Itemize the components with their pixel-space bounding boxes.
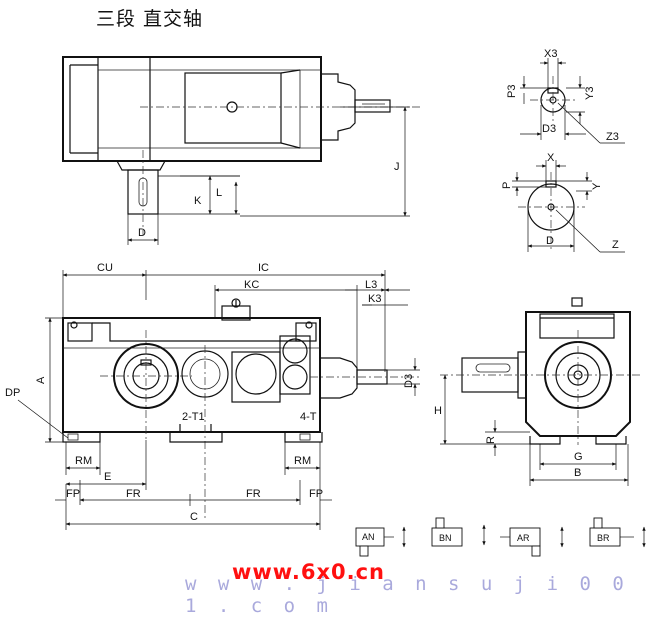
variant-label-AR: AR xyxy=(517,533,530,543)
label-Y: Y xyxy=(591,182,603,190)
side-view: H R G B xyxy=(434,297,640,486)
label-Z3: Z3 xyxy=(606,131,619,143)
label-G: G xyxy=(574,451,583,463)
label-B: B xyxy=(574,467,581,479)
technical-drawing: D K L J X3 P3 Y3 D3 xyxy=(5,48,646,557)
variant-label-BN: BN xyxy=(439,533,452,543)
label-Y3: Y3 xyxy=(584,87,596,100)
variant-label-BR: BR xyxy=(597,533,610,543)
label-D-top: D xyxy=(138,227,146,239)
label-RM-left: RM xyxy=(75,455,92,467)
mount-variant-br: BR xyxy=(589,517,646,548)
label-C: C xyxy=(190,511,198,523)
label-2-T1: 2-T1 xyxy=(182,411,205,423)
label-FR-left: FR xyxy=(126,488,141,500)
label-J: J xyxy=(394,161,400,173)
label-P: P xyxy=(501,182,513,189)
mount-variant-an: AN xyxy=(355,526,406,557)
label-R: R xyxy=(485,436,497,444)
top-shaft-flange xyxy=(320,73,356,141)
label-L3: L3 xyxy=(365,279,377,291)
label-D-detail: D xyxy=(546,235,554,247)
variant-label-AN: AN xyxy=(362,532,375,542)
top-input-shaft xyxy=(354,99,391,113)
top-output-shaft xyxy=(127,169,159,215)
shaft-detail-large: X P Y D Z xyxy=(501,152,625,253)
label-KC: KC xyxy=(244,279,259,291)
label-RM-right: RM xyxy=(294,455,311,467)
front-housing xyxy=(62,317,321,433)
mount-variant-bn: BN xyxy=(431,517,486,547)
front-bolt-icon xyxy=(70,321,78,329)
label-Z: Z xyxy=(612,239,619,251)
front-view: CU IC KC L3 K3 xyxy=(5,262,420,530)
front-input-flange xyxy=(320,357,358,399)
label-FR-right: FR xyxy=(246,488,261,500)
front-right-bearing xyxy=(235,353,277,395)
label-L: L xyxy=(216,187,222,199)
label-A: A xyxy=(35,376,47,384)
mount-variant-ar: AR xyxy=(500,526,564,557)
label-K: K xyxy=(194,195,202,207)
label-X3: X3 xyxy=(544,48,557,60)
label-CU: CU xyxy=(97,262,113,274)
label-D3-detail: D3 xyxy=(542,123,556,135)
label-K3: K3 xyxy=(368,293,381,305)
top-shaft-neck xyxy=(116,160,166,171)
label-P3: P3 xyxy=(506,85,518,98)
label-4-T: 4-T xyxy=(300,411,317,423)
label-H: H xyxy=(434,405,442,417)
top-cover xyxy=(184,72,282,144)
shaft-detail-small: X3 P3 Y3 D3 Z3 xyxy=(506,48,625,144)
front-foot-left xyxy=(62,432,101,443)
label-FP-left: FP xyxy=(66,488,80,500)
label-X: X xyxy=(547,152,555,164)
watermark-logo: www.6x0.cn xyxy=(232,560,385,584)
front-output-bearing xyxy=(113,343,179,409)
label-FP-right: FP xyxy=(309,488,323,500)
label-E: E xyxy=(104,471,111,483)
label-IC: IC xyxy=(258,262,269,274)
side-housing xyxy=(525,311,631,437)
front-foot-right xyxy=(284,432,323,443)
top-view: D K L J xyxy=(62,56,420,245)
label-DP: DP xyxy=(5,387,20,399)
watermark-url: w w w . j i a n s u j i 0 0 1 . c o m xyxy=(185,573,629,617)
drawing-title: 三段 直交轴 xyxy=(96,8,204,30)
label-D3-front: D3 xyxy=(403,374,415,388)
front-foot-mid xyxy=(169,432,223,443)
